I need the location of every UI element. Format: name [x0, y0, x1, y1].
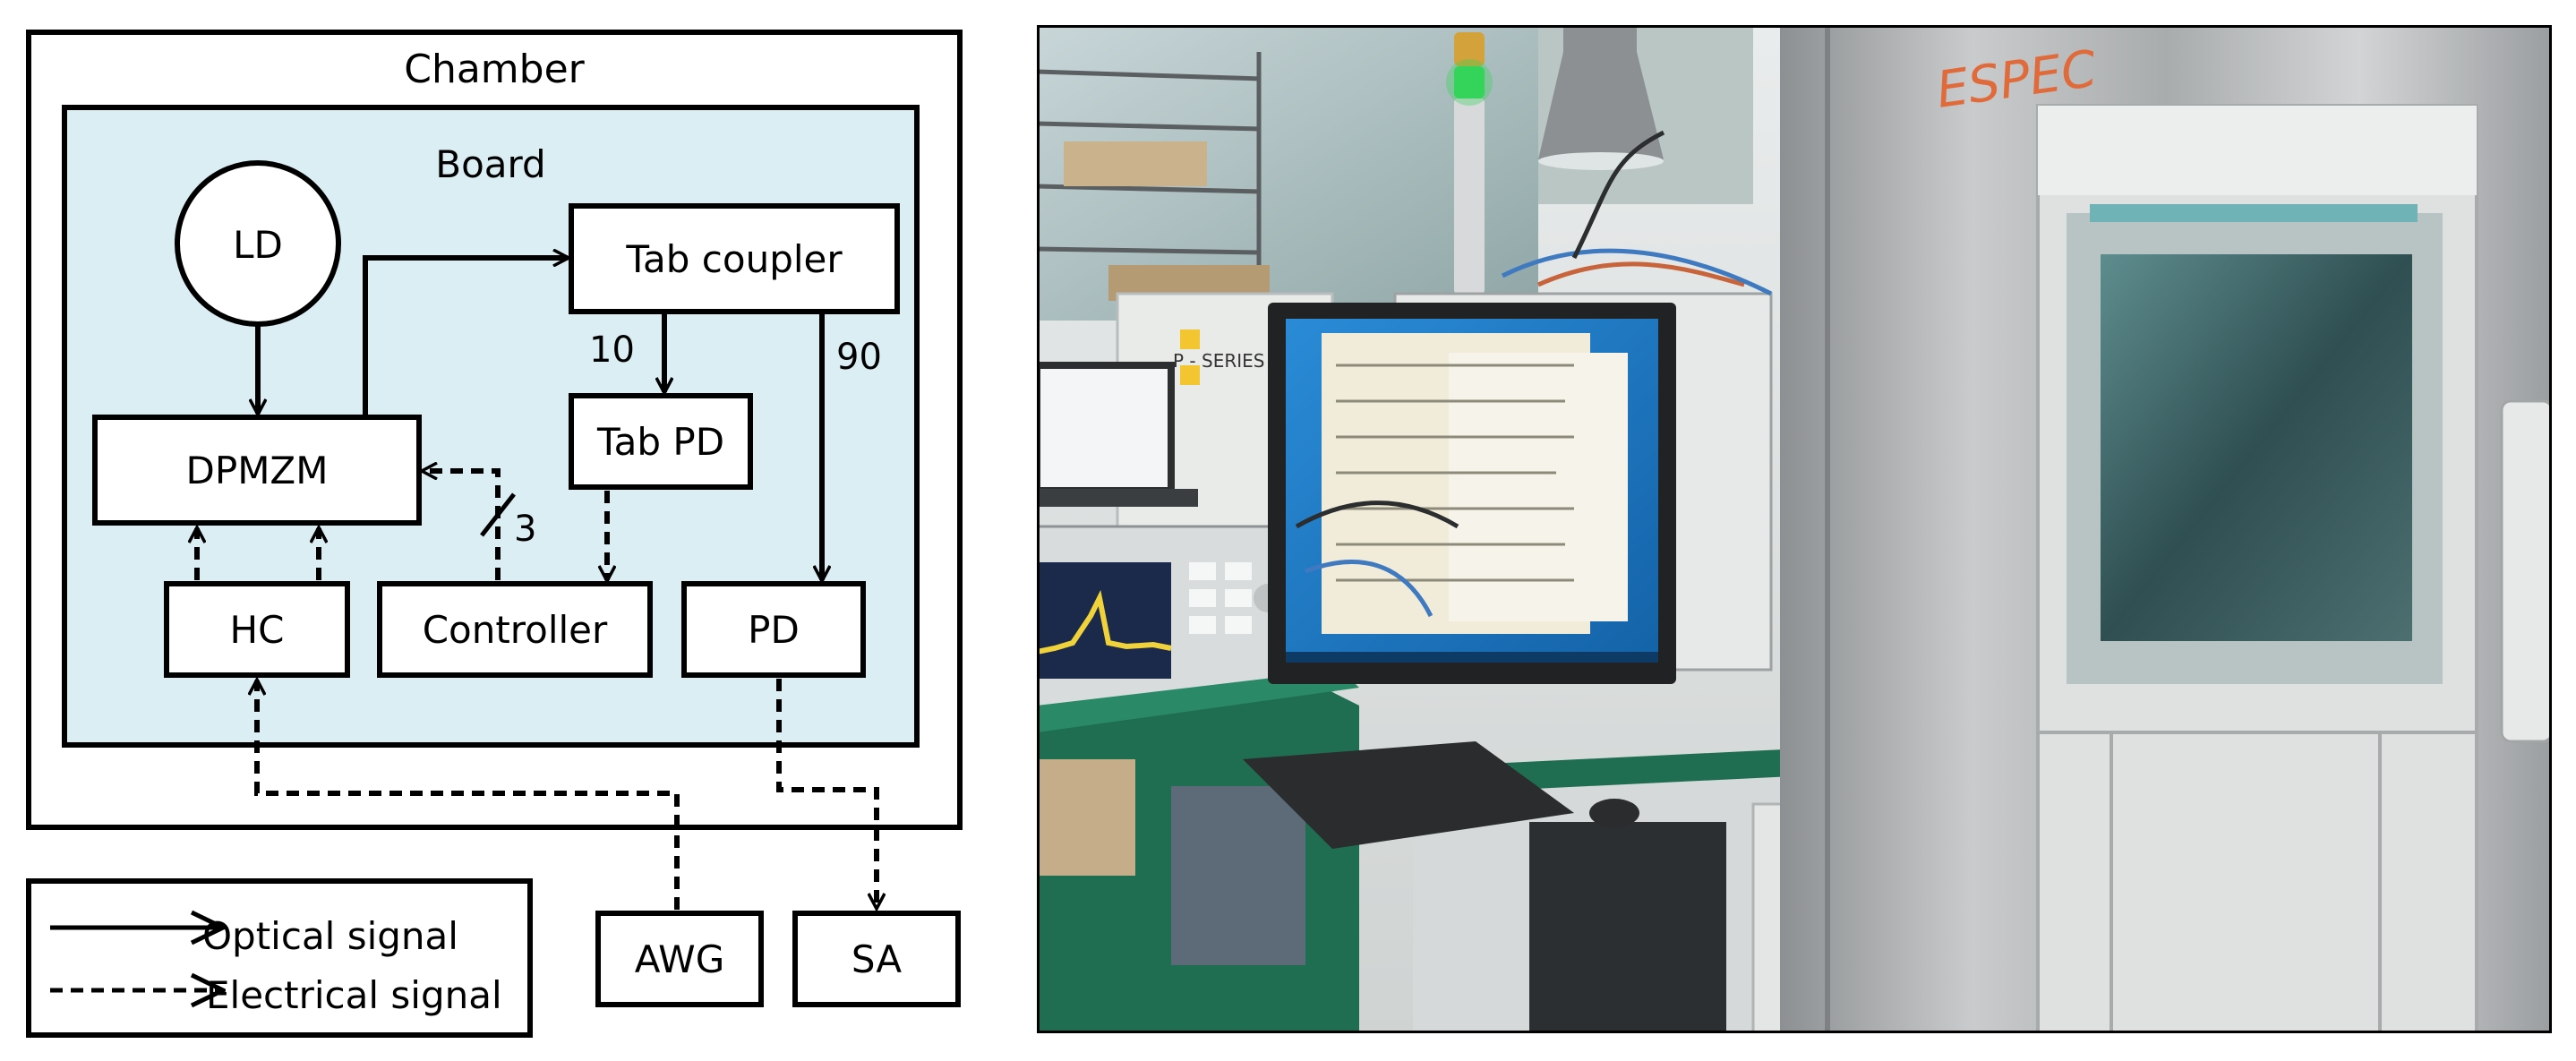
awg-block — [595, 911, 764, 1007]
analyzer-trace — [1036, 589, 1172, 655]
controller-label: Controller — [423, 608, 608, 652]
awg-label: AWG — [635, 937, 725, 981]
split-ratio-10: 10 — [589, 329, 635, 371]
chamber-label: Chamber — [404, 47, 585, 92]
chamber-handle — [2500, 399, 2554, 743]
electrical-pd-to-sa — [776, 679, 877, 908]
keyboard — [1243, 741, 1574, 849]
hc-block — [164, 581, 350, 678]
board-label: Board — [435, 142, 545, 186]
bench-cabinet — [1171, 786, 1305, 965]
door-header — [2038, 106, 2477, 195]
dpmzm-block — [92, 415, 422, 526]
storage-boxes — [1037, 759, 1135, 876]
laptop-screen — [1033, 362, 1175, 494]
shelf-box — [1064, 141, 1207, 186]
tab-pd-block — [569, 393, 753, 490]
cables — [1295, 130, 1773, 618]
viewport-glass — [2101, 254, 2412, 641]
setup-schematic: Chamber Board LD Tab coupler DPMZM Tab P… — [26, 30, 963, 1038]
split-ratio-90: 90 — [836, 337, 882, 378]
mouse — [1589, 799, 1639, 827]
lab-photo-illustration: P - SERIES — [1033, 25, 2554, 1035]
pd-block — [681, 581, 866, 678]
tab-coupler-block — [569, 203, 900, 314]
chamber-seam — [1825, 25, 1830, 1033]
bus-slash — [480, 492, 516, 537]
wire-shelf — [1036, 52, 1262, 321]
bench-left-top — [1037, 670, 1359, 732]
pc-tower — [1529, 822, 1726, 1033]
legend-electrical-label: Electrical signal — [206, 973, 502, 1017]
ld-label: LD — [233, 223, 283, 267]
ld-block — [175, 160, 341, 327]
hc-label: HC — [230, 608, 285, 652]
monitor-taskbar — [1286, 652, 1658, 663]
tab-pd-label: Tab PD — [596, 420, 724, 464]
monitor-window-text — [1336, 364, 1574, 582]
sa-label: SA — [852, 937, 902, 981]
lamp-glow — [1538, 152, 1664, 170]
ceiling-lamp — [1538, 25, 1664, 159]
pd-label: PD — [748, 608, 800, 652]
controller-block — [377, 581, 653, 678]
legend-optical-label: Optical signal — [202, 914, 458, 958]
sa-block — [792, 911, 961, 1007]
dpmzm-label: DPMZM — [186, 449, 329, 492]
lab-photo: P - SERIES — [1033, 25, 2554, 1035]
monitor-window-2 — [1449, 353, 1628, 621]
tab-coupler-label: Tab coupler — [625, 237, 843, 281]
signal-tower — [1446, 32, 1493, 347]
electrical-controller-to-dpmzm — [423, 471, 501, 580]
bus-width-3: 3 — [514, 509, 536, 550]
laptop-base — [1037, 489, 1198, 507]
viewport-tape — [2090, 204, 2418, 222]
legend-box — [26, 878, 533, 1038]
optical-dpmzm-to-coupler — [363, 258, 568, 415]
